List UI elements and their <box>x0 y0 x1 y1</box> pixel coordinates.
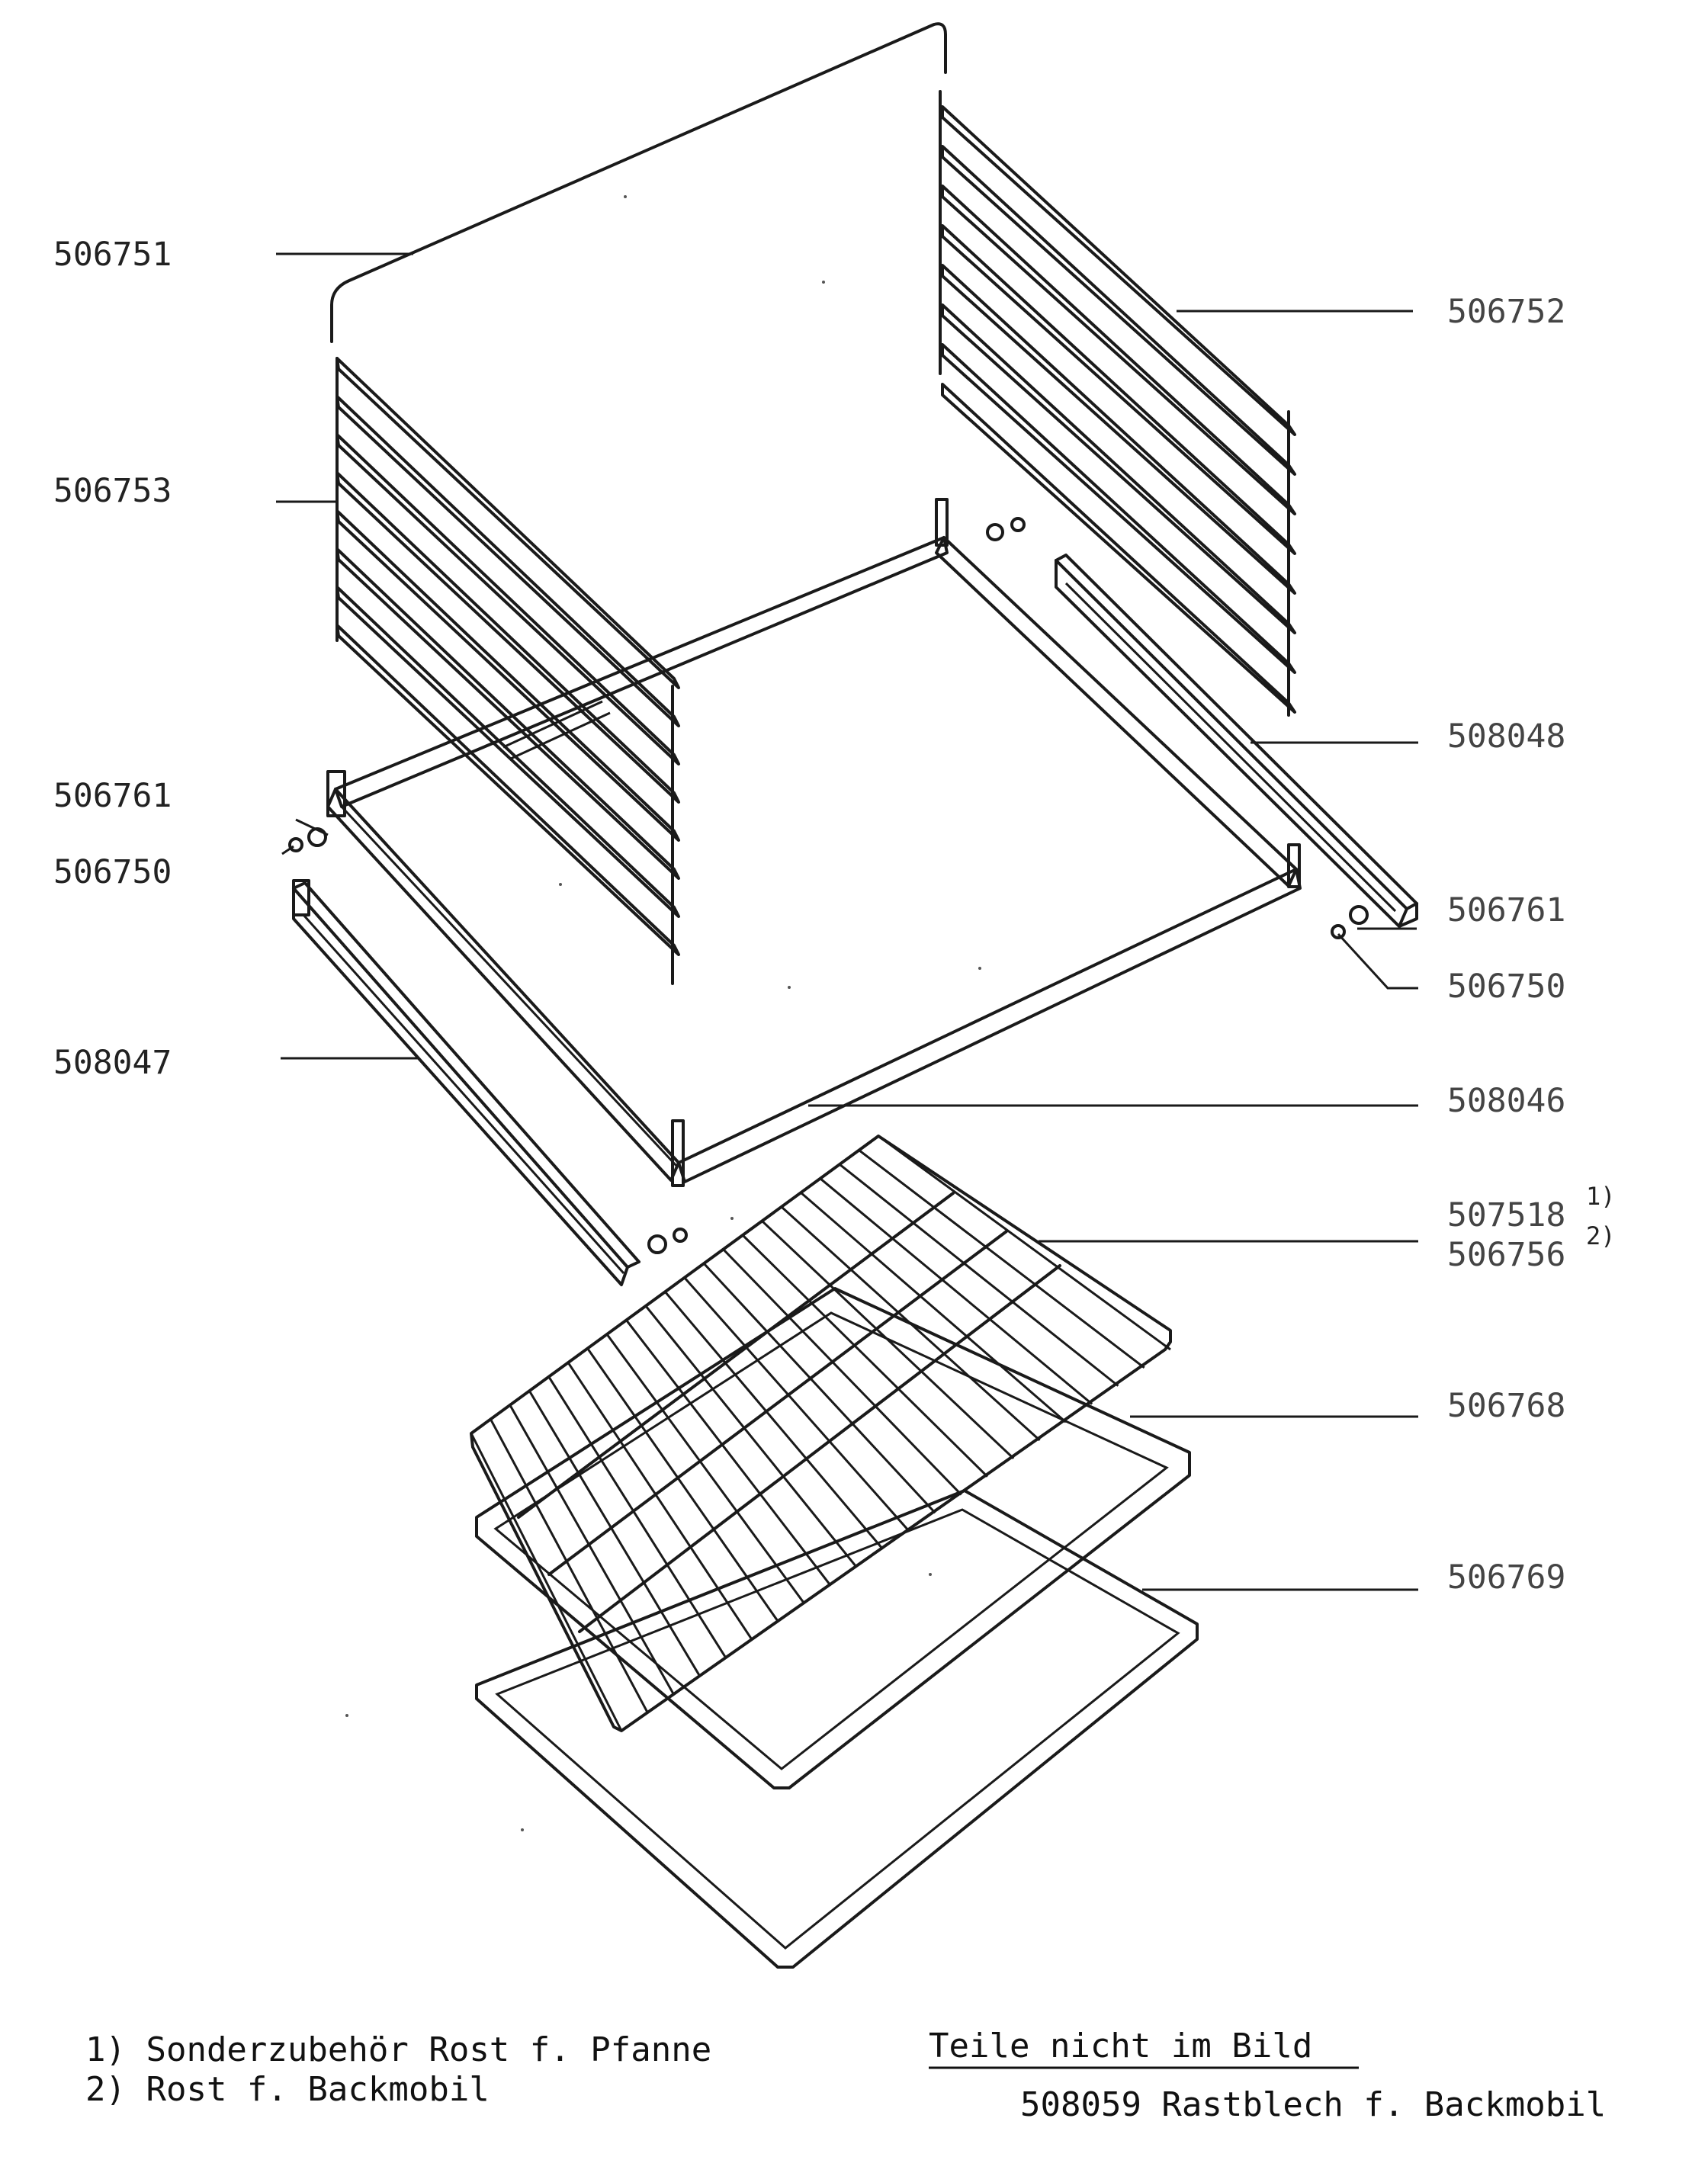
grid-bar <box>490 1418 649 1713</box>
label-506761-right: 506761 <box>1447 891 1565 929</box>
label-506750-left: 506750 <box>53 853 172 891</box>
grid-bar <box>547 1375 727 1659</box>
right-side-rack-part <box>939 90 1296 717</box>
rack-rail <box>336 586 680 918</box>
grid-bar <box>644 1305 858 1568</box>
footnote-1: 1) Sonderzubehör Rost f. Pfanne <box>85 2030 711 2069</box>
grid-bar <box>470 1433 623 1732</box>
grid-cross-bar <box>517 1192 955 1519</box>
rack-rail <box>941 145 1296 476</box>
pan-part <box>475 1489 1199 1969</box>
part-labels: 506751 506752 506753 508048 506761 50675… <box>53 236 1616 1597</box>
label-506752: 506752 <box>1447 293 1565 331</box>
rack-rail <box>941 343 1296 674</box>
grid-cross-bar <box>578 1264 1061 1633</box>
rack-rail <box>941 264 1296 595</box>
grid-bar <box>683 1276 910 1533</box>
not-shown-item: 508059 Rastblech f. Backmobil <box>1020 2085 1606 2124</box>
grid-bar <box>819 1177 1093 1405</box>
rack-rail <box>941 224 1296 555</box>
label-508046: 508046 <box>1447 1082 1565 1120</box>
left-side-rack-part <box>336 357 680 985</box>
grid-bar <box>741 1234 989 1478</box>
grid-bar <box>567 1362 753 1641</box>
grid-bar <box>703 1263 936 1514</box>
grid-bar <box>664 1291 884 1550</box>
rack-rail <box>336 547 680 880</box>
label-506753: 506753 <box>53 472 172 510</box>
label-506750-right: 506750 <box>1447 968 1565 1006</box>
label-506769: 506769 <box>1447 1558 1565 1597</box>
rack-rail <box>336 433 680 765</box>
grid-bar <box>800 1192 1067 1423</box>
footnote-2: 2) Rost f. Backmobil <box>85 2070 490 2109</box>
grid-bar <box>878 1135 1171 1351</box>
label-506768: 506768 <box>1447 1387 1565 1425</box>
grid-cross-bar <box>547 1230 1008 1576</box>
grid-bar <box>625 1319 832 1587</box>
rack-rail <box>941 303 1296 634</box>
scan-dots <box>345 195 981 1831</box>
label-508047: 508047 <box>53 1044 172 1082</box>
label-507518-footnote: 1) <box>1586 1182 1616 1211</box>
rack-rail <box>336 395 680 727</box>
grid-bar <box>839 1163 1119 1387</box>
label-508048: 508048 <box>1447 717 1565 756</box>
rear-panel-part <box>330 22 947 343</box>
label-506751: 506751 <box>53 236 172 274</box>
rack-rail <box>336 357 680 689</box>
rack-rail <box>941 105 1296 436</box>
right-runner-part <box>1055 554 1418 928</box>
left-runner-part <box>292 879 640 1286</box>
rack-rail <box>336 509 680 842</box>
rack-rail <box>941 185 1296 515</box>
grid-bar <box>509 1404 675 1696</box>
label-506756: 506756 <box>1447 1236 1565 1274</box>
rack-rail <box>336 471 680 804</box>
grid-bar <box>528 1390 702 1677</box>
label-506761-left: 506761 <box>53 777 172 815</box>
label-507518: 507518 <box>1447 1196 1565 1234</box>
leader-lines <box>276 252 1418 1591</box>
label-506756-footnote: 2) <box>1586 1221 1616 1250</box>
grid-bar <box>722 1248 962 1496</box>
rack-rail <box>336 624 680 956</box>
rack-rail <box>941 383 1296 714</box>
baking-tray-part <box>475 1287 1191 1789</box>
not-shown-heading: Teile nicht im Bild <box>929 2027 1312 2065</box>
oven-grid-part <box>470 1135 1172 1732</box>
footnotes: 1) Sonderzubehör Rost f. Pfanne 2) Rost … <box>85 2027 1606 2124</box>
frame-part <box>326 498 1302 1187</box>
grid-bar <box>858 1149 1145 1369</box>
fastener-group <box>288 517 1369 1254</box>
grid-bar <box>605 1334 806 1605</box>
